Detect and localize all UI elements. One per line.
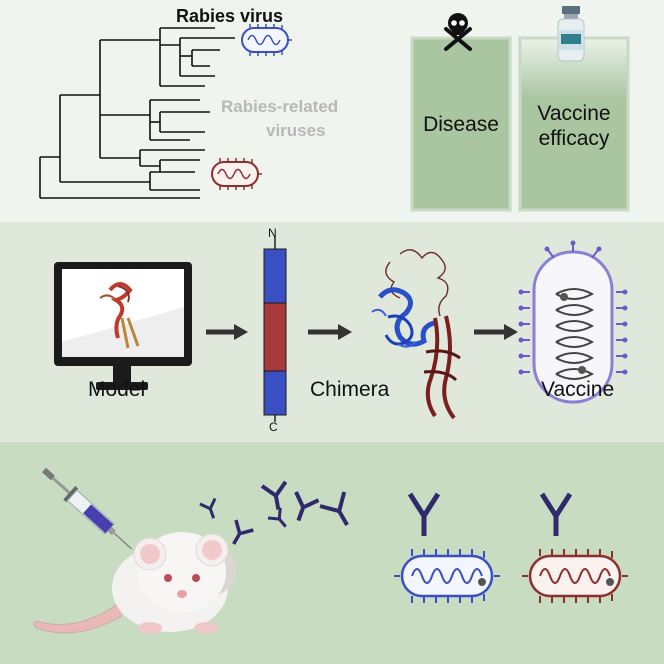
phylogenetic-tree: [39, 6, 630, 212]
related-virus-particle-icon: [211, 158, 262, 190]
antibody-icon: [294, 491, 320, 522]
label-chimera: Chimera: [310, 378, 390, 401]
chimera-protein-structure: [371, 249, 461, 420]
syringe-icon: [41, 467, 133, 550]
tree-label-related-line2: viruses: [266, 121, 326, 140]
antibody-icon: [260, 480, 288, 510]
antibody-icon: [539, 492, 573, 536]
disease-card-label: Disease: [423, 113, 499, 136]
arrow-icon: [474, 324, 518, 340]
design-pipeline: [54, 236, 628, 422]
vaccine-efficacy-card: [518, 36, 630, 212]
arrow-icon: [206, 324, 248, 340]
immunization-panel: [0, 442, 664, 664]
bar-label-c: C: [269, 420, 278, 434]
vaccine-card-label-line1: Vaccine: [537, 102, 611, 125]
tree-label-rabies-virus: Rabies virus: [176, 6, 284, 26]
bar-label-n: N: [268, 226, 277, 240]
rabies-virus-particle-icon: [241, 24, 292, 56]
label-vaccine: Vaccine: [541, 378, 615, 401]
arrow-icon: [308, 324, 352, 340]
immunization-scene: [33, 467, 628, 634]
chimeric-construct-bar: [263, 236, 287, 422]
mouse-icon: [33, 532, 236, 634]
antibody-icon: [199, 497, 217, 519]
antibody-icon: [319, 491, 349, 526]
antibody-icon: [267, 507, 287, 528]
tree-label-related-line1: Rabies-related: [221, 97, 339, 116]
label-model: Model: [88, 378, 146, 401]
disease-card: [410, 36, 512, 212]
vaccine-virus-particle-icon: [518, 240, 628, 404]
design-panel: N C Model Chimera Vaccine: [0, 222, 664, 442]
computer-monitor-icon: [54, 262, 192, 390]
skull-icon: [444, 13, 472, 51]
antibody-icon: [232, 519, 254, 545]
vaccine-card-label-line2: efficacy: [538, 127, 610, 150]
phylogeny-panel: Rabies virus Rabies-related viruses Dise…: [0, 0, 664, 222]
vaccine-vial-icon: [557, 6, 585, 62]
related-virus-neutralized-icon: [522, 549, 628, 603]
antibody-icon: [407, 492, 441, 536]
rabies-virus-neutralized-icon: [394, 549, 500, 603]
